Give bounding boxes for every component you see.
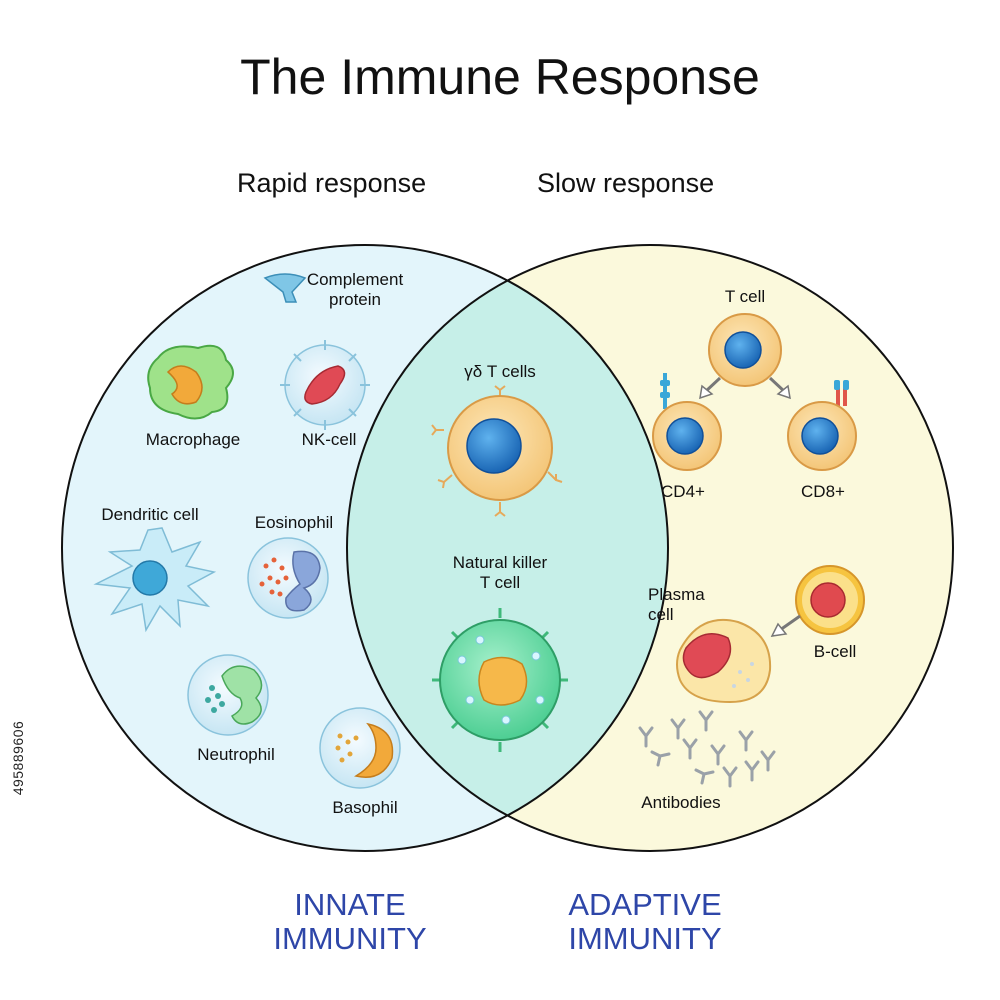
gamma-delta-t-cells-label: γδ T cells bbox=[464, 362, 536, 381]
differentiation-arrow-cd8 bbox=[768, 376, 791, 400]
plasma-cell-icon bbox=[676, 618, 772, 704]
dendritic-cell-label: Dendritic cell bbox=[101, 505, 199, 524]
t-cell-label: T cell bbox=[724, 287, 766, 306]
stock-id-label: 495889606 bbox=[10, 720, 26, 796]
complement-protein-label: Complement protein bbox=[306, 270, 404, 309]
basophil-icon bbox=[319, 707, 401, 789]
plasma-cell-label: Plasma cell bbox=[648, 585, 705, 624]
b-cell-to-plasma-arrow bbox=[770, 614, 801, 637]
complement-protein-icon bbox=[263, 273, 307, 303]
t-cell-icon bbox=[708, 313, 782, 387]
b-cell-label: B-cell bbox=[813, 642, 857, 661]
natural-killer-t-cell-label: Natural killer T cell bbox=[452, 553, 548, 592]
macrophage-icon bbox=[147, 344, 234, 420]
cd4-t-cell-icon bbox=[652, 373, 722, 471]
natural-killer-t-cell-icon bbox=[432, 608, 568, 752]
cd8-label: CD8+ bbox=[801, 482, 845, 501]
dendritic-cell-icon bbox=[93, 527, 217, 633]
nk-cell-label: NK-cell bbox=[301, 430, 357, 449]
macrophage-label: Macrophage bbox=[145, 430, 241, 449]
antibodies-label: Antibodies bbox=[641, 793, 721, 812]
eosinophil-icon bbox=[247, 537, 329, 619]
b-cell-icon bbox=[795, 565, 865, 635]
gamma-delta-t-cell-icon bbox=[431, 385, 563, 517]
innate-immunity-heading: INNATE IMMUNITY bbox=[273, 887, 427, 956]
differentiation-arrow-cd4 bbox=[699, 376, 722, 400]
neutrophil-label: Neutrophil bbox=[197, 745, 275, 764]
antibodies-icon bbox=[638, 710, 776, 788]
nk-cell-icon bbox=[280, 340, 370, 430]
cd8-t-cell-icon bbox=[787, 380, 857, 471]
cd4-label: CD4+ bbox=[661, 482, 705, 501]
neutrophil-icon bbox=[187, 654, 269, 736]
rapid-response-header: Rapid response bbox=[237, 168, 427, 198]
adaptive-immunity-heading: ADAPTIVE IMMUNITY bbox=[568, 887, 722, 956]
page-title: The Immune Response bbox=[240, 49, 760, 105]
eosinophil-label: Eosinophil bbox=[254, 513, 334, 532]
slow-response-header: Slow response bbox=[537, 168, 715, 198]
basophil-label: Basophil bbox=[332, 798, 398, 817]
